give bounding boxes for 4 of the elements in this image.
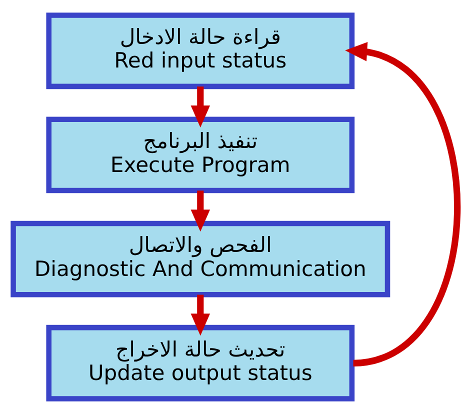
arrow	[345, 42, 460, 366]
arrow	[190, 294, 210, 336]
arrow	[190, 86, 210, 128]
arrow	[190, 190, 210, 232]
